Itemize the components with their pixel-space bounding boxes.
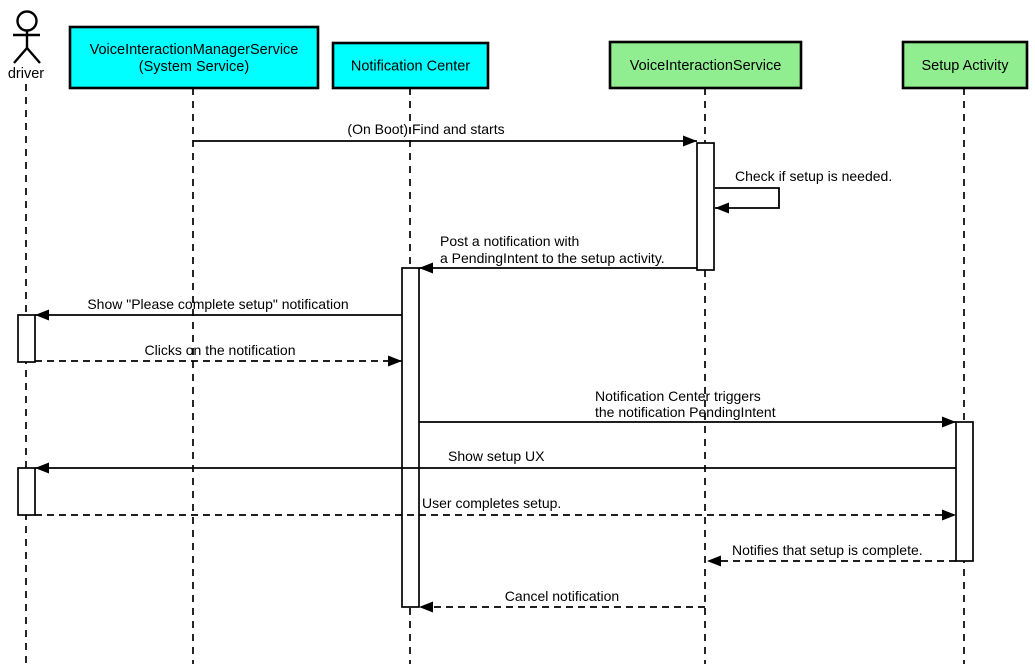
participant-label-driver: driver bbox=[8, 66, 44, 82]
msg-check-if-setup-needed-label: Check if setup is needed. bbox=[735, 168, 892, 184]
participant-box-setup-activity bbox=[901, 40, 1029, 90]
msg-triggers-pendingintent-label-1: Notification Center triggers bbox=[595, 388, 761, 404]
msg-cancel-notification-arrowhead-icon bbox=[419, 601, 433, 613]
msg-triggers-pendingintent-arrowhead-icon bbox=[942, 416, 956, 428]
msg-post-notification-label-2: a PendingIntent to the setup activity. bbox=[440, 250, 665, 266]
activation-voice-interaction-service bbox=[696, 142, 715, 271]
msg-user-completes-setup-label: User completes setup. bbox=[422, 495, 561, 511]
activation-notification-center bbox=[401, 267, 420, 608]
participant-label-voice-interaction-service: VoiceInteractionService bbox=[630, 58, 782, 74]
activation-setup-activity bbox=[955, 421, 974, 562]
msg-triggers-pendingintent-label-2: the notification PendingIntent bbox=[595, 404, 776, 420]
participant-label-vims: (System Service) bbox=[139, 59, 249, 75]
msg-cancel-notification-label: Cancel notification bbox=[505, 588, 619, 604]
participant-box-notification-center bbox=[331, 41, 490, 90]
participant-box-vims bbox=[68, 25, 320, 90]
activation-driver-2 bbox=[17, 467, 36, 516]
participant-label-notification-center: Notification Center bbox=[351, 59, 470, 75]
participant-box-voice-interaction-service bbox=[608, 40, 803, 90]
msg-find-and-starts-arrowhead-icon bbox=[683, 135, 697, 147]
msg-show-setup-ux-label: Show setup UX bbox=[448, 448, 545, 464]
msg-user-completes-setup-arrowhead-icon bbox=[942, 509, 956, 521]
actor-leg-right bbox=[26, 47, 41, 64]
msg-check-if-setup-needed-line bbox=[715, 187, 780, 209]
participant-label-vims: VoiceInteractionManagerService bbox=[90, 42, 299, 58]
msg-post-notification-arrowhead-icon bbox=[419, 262, 433, 274]
msg-clicks-on-notification-label: Clicks on the notification bbox=[145, 342, 296, 358]
msg-notifies-setup-complete-label: Notifies that setup is complete. bbox=[732, 542, 923, 558]
msg-show-setup-ux-arrowhead-icon bbox=[35, 462, 49, 474]
actor-leg-left bbox=[13, 47, 28, 64]
activation-driver-1 bbox=[17, 314, 36, 363]
msg-check-if-setup-needed-arrowhead-icon bbox=[715, 202, 729, 214]
msg-clicks-on-notification-arrowhead-icon bbox=[388, 355, 402, 367]
actor-icon bbox=[13, 10, 41, 64]
participant-label-setup-activity: Setup Activity bbox=[921, 58, 1009, 74]
msg-post-notification-label-1: Post a notification with bbox=[440, 233, 579, 249]
msg-show-setup-notification-arrowhead-icon bbox=[35, 309, 49, 321]
msg-show-setup-notification-label: Show "Please complete setup" notificatio… bbox=[87, 296, 348, 312]
actor-head bbox=[16, 10, 38, 32]
msg-notifies-setup-complete-arrowhead-icon bbox=[707, 555, 721, 567]
msg-find-and-starts-label: (On Boot) Find and starts bbox=[347, 121, 504, 137]
